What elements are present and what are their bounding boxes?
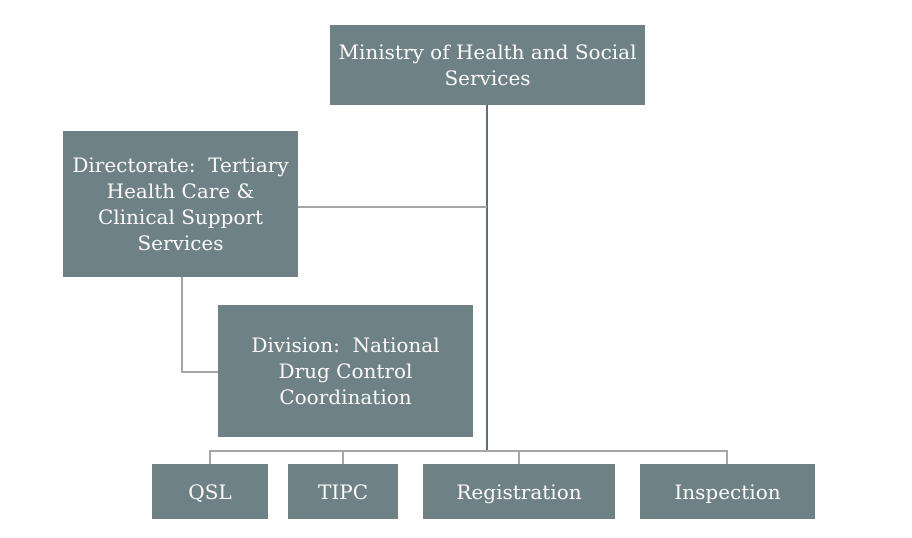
connector-ministry-trunk bbox=[486, 105, 488, 452]
connector-directorate-elbow-horizontal bbox=[181, 371, 219, 373]
connector-drop-registration bbox=[518, 450, 520, 464]
connector-drop-qsl bbox=[209, 450, 211, 464]
connector-bottom-row-horizontal bbox=[209, 450, 728, 452]
org-box-division: Division: National Drug Control Coordina… bbox=[218, 305, 473, 437]
connector-drop-tipc bbox=[342, 450, 344, 464]
org-box-qsl: QSL bbox=[152, 464, 268, 519]
org-box-directorate: Directorate: Tertiary Health Care & Clin… bbox=[63, 131, 298, 277]
connector-drop-inspection bbox=[726, 450, 728, 464]
org-box-ministry: Ministry of Health and Social Services bbox=[330, 25, 645, 105]
org-box-inspection: Inspection bbox=[640, 464, 815, 519]
connector-directorate-to-trunk bbox=[298, 206, 487, 208]
connector-directorate-elbow-vertical bbox=[181, 277, 183, 373]
org-box-registration: Registration bbox=[423, 464, 615, 519]
org-box-tipc: TIPC bbox=[288, 464, 398, 519]
